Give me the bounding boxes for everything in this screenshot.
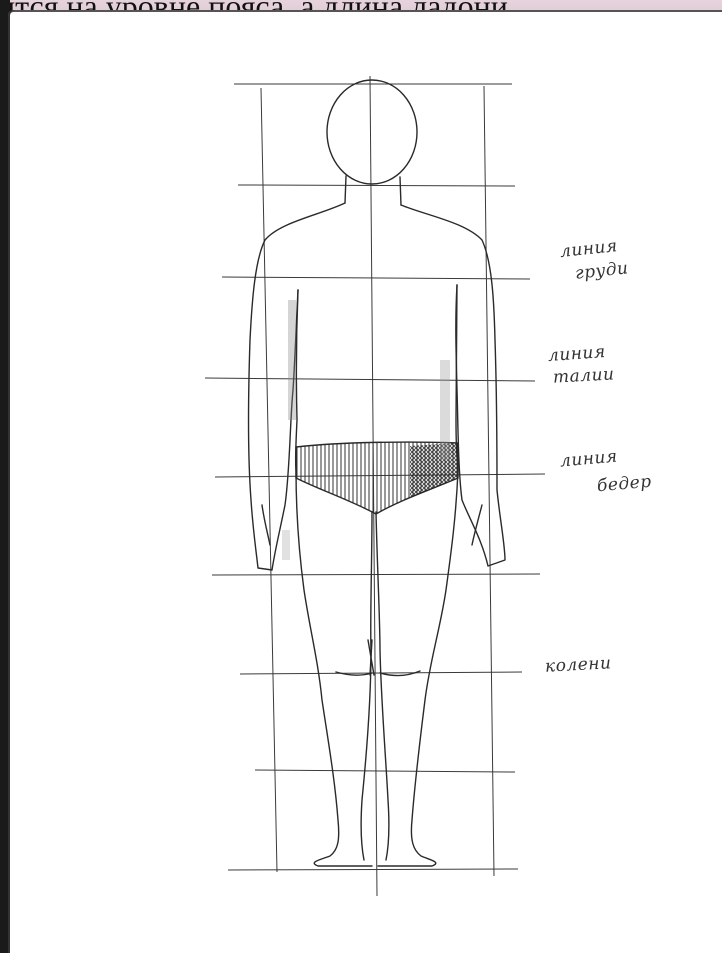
figure-leg-inner-left (361, 512, 372, 860)
grid-line-h2 (238, 185, 515, 186)
grid-line-h6 (212, 574, 540, 575)
grid-line-h9 (228, 869, 518, 870)
figure-leg-inner-right (376, 512, 389, 860)
figure-leg-left-outer (296, 470, 372, 866)
grid-line-h3 (222, 277, 530, 279)
figure-briefs (296, 442, 458, 514)
grid-line-v-left (261, 88, 277, 872)
figure-knee-left (368, 640, 374, 675)
label-hip-line-2: бедер (596, 473, 652, 496)
grid-line-v-right (484, 86, 494, 876)
arm-shading (282, 300, 450, 560)
grid-line-h4 (205, 378, 535, 381)
figure-head (327, 80, 417, 184)
figure-leg-right-outer (378, 470, 458, 866)
label-hip-line-1: линия (559, 448, 618, 471)
grid-line-h8 (255, 770, 515, 772)
label-knees: колени (545, 654, 612, 675)
label-waist-line-2: талии (553, 365, 615, 386)
label-waist-line-1: линия (547, 343, 606, 365)
